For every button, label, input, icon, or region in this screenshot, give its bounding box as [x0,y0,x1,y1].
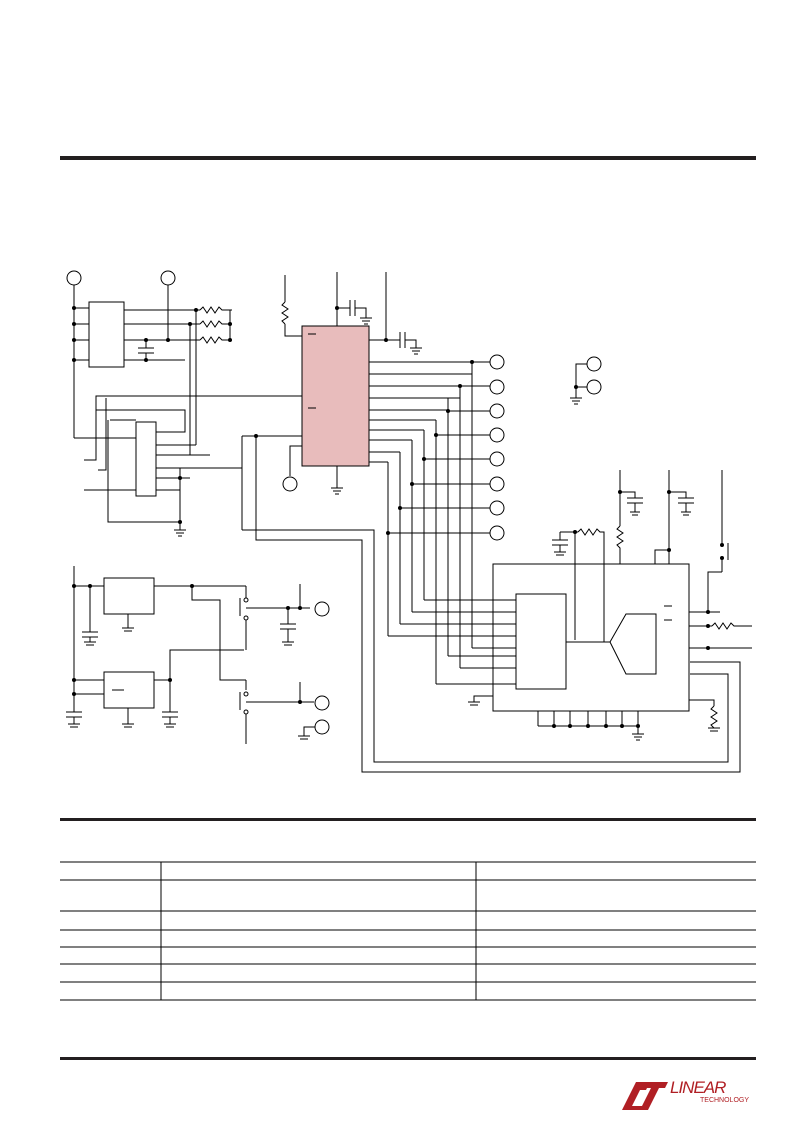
resistor-r1 [199,306,232,314]
linear-technology-logo: LINEAR TECHNOLOGY [622,1078,749,1110]
terminal-left-1 [66,270,82,286]
level-shifter-box [88,301,125,368]
regulator-1 [103,577,155,615]
main-ic [301,325,370,467]
terminal-power-2 [314,695,330,711]
terminal-out-4 [489,427,505,443]
schematic [66,270,752,773]
regulator-2 [103,671,155,709]
section-rule [60,818,756,821]
terminal-out-2 [489,379,505,395]
terminal-right-1 [586,356,602,372]
terminal-power-gnd [314,719,330,735]
terminal-out-7 [489,500,505,516]
multiplexer-symbol [609,613,657,675]
terminal-out-5 [489,451,505,467]
pullup-resistor [281,301,289,325]
terminal-out-3 [489,403,505,419]
secondary-ic [492,563,690,712]
terminal-out-8 [489,525,505,541]
terminal-out-6 [489,476,505,492]
parts-table [60,861,756,1001]
resistor-r3 [199,336,232,344]
terminal-power-1 [314,601,330,617]
terminal-right-2 [586,379,602,395]
secondary-ic-sub-block [515,593,567,690]
footer-rule [60,1057,756,1060]
header-rule [60,156,756,160]
terminal-ic-bottom [282,476,298,492]
terminal-left-2 [160,270,176,286]
resistor-r2 [199,320,232,328]
logo-subword: TECHNOLOGY [700,1097,749,1104]
connector-block [135,421,157,497]
terminal-out-1 [489,354,505,370]
logo-word: LINEAR [670,1078,726,1097]
